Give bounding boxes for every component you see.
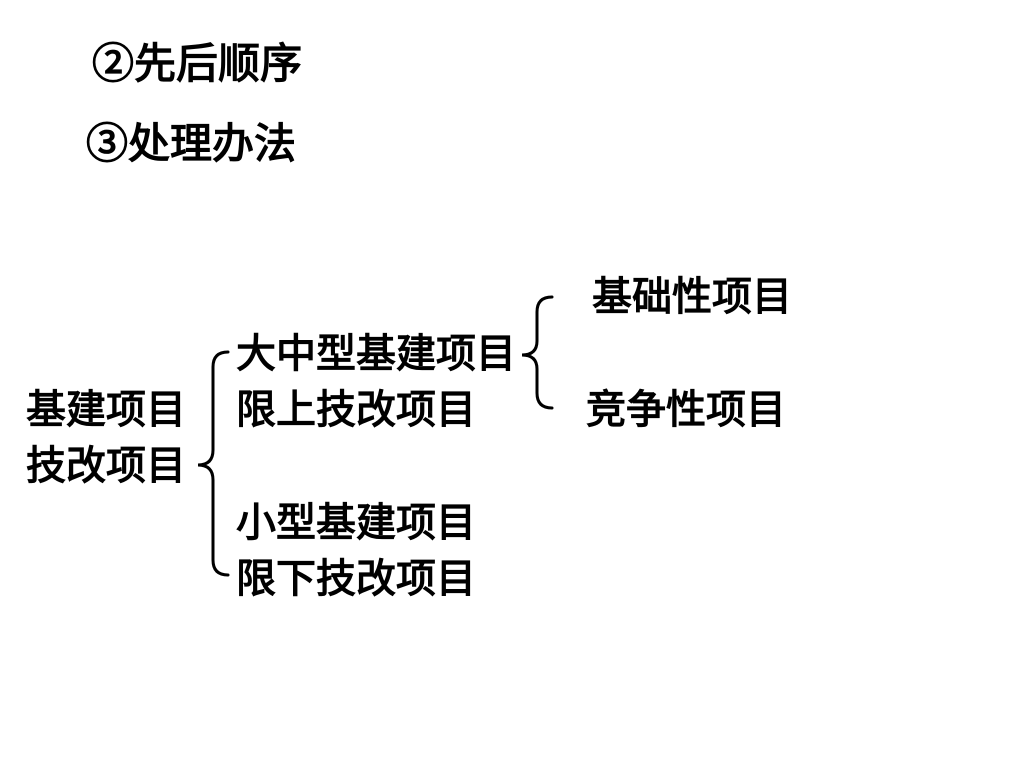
below-limit-renovation-label: 限下技改项目 — [236, 555, 476, 602]
small-infrastructure-label: 小型基建项目 — [236, 499, 476, 546]
right-brace — [521, 295, 554, 410]
root-label-renovation: 技改项目 — [26, 442, 186, 489]
above-limit-renovation-label: 限上技改项目 — [236, 386, 476, 433]
heading-order: ②先后顺序 — [92, 39, 303, 88]
left-brace — [197, 350, 230, 577]
heading-method: ③处理办法 — [86, 119, 297, 168]
competitive-project-label: 竞争性项目 — [586, 386, 786, 433]
basic-project-label: 基础性项目 — [592, 273, 792, 320]
root-label-infrastructure: 基建项目 — [26, 386, 186, 433]
large-medium-infrastructure-label: 大中型基建项目 — [236, 330, 516, 377]
